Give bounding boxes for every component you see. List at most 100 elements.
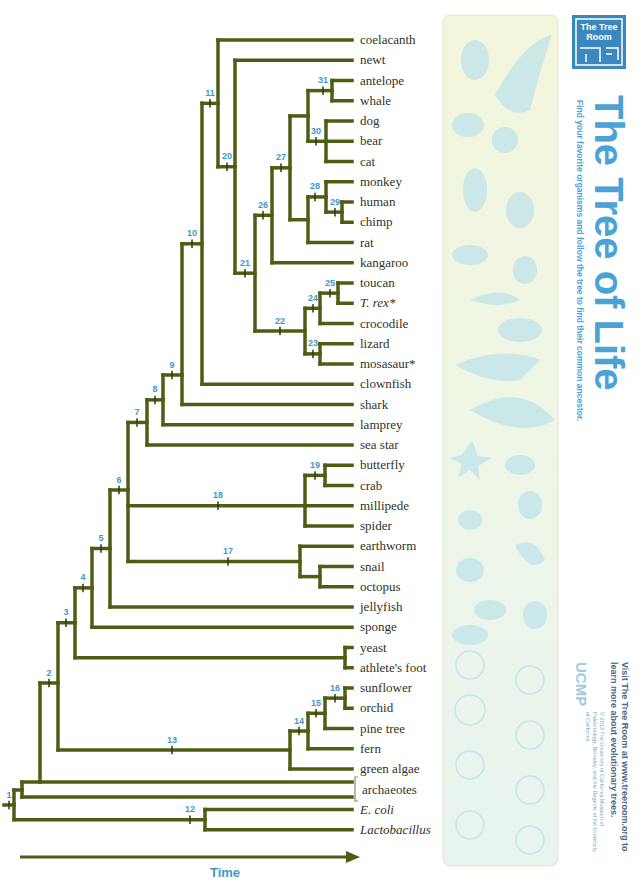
tree-branch [22, 795, 352, 799]
node-number: 1 [6, 790, 11, 800]
node-number: 5 [98, 533, 103, 543]
node-number: 12 [185, 804, 195, 814]
tree-branch [163, 423, 352, 427]
group-bracket [355, 777, 358, 801]
branch-tick [118, 487, 120, 494]
tree-branch [345, 707, 352, 711]
logo-box [572, 15, 626, 69]
tree-branch [218, 38, 352, 42]
branch-tick [171, 747, 173, 754]
organism-name: jellyfish [360, 599, 403, 615]
organism-name: cat [360, 154, 375, 170]
organism-name: antelope [360, 73, 404, 89]
branch-tick [329, 290, 331, 297]
branch-tick [314, 472, 316, 479]
organism-name: crab [360, 478, 382, 494]
branch-tick [334, 209, 336, 216]
tree-branch [126, 422, 130, 561]
tree-branch [202, 383, 352, 387]
tree-branch [342, 221, 352, 225]
branch-tick [312, 305, 314, 312]
node-number: 6 [116, 475, 121, 485]
branch-tick [315, 138, 317, 145]
tree-branch [290, 218, 308, 222]
organism-name: archaeotes [362, 782, 417, 798]
tree-branch [308, 89, 332, 93]
museum-logo: UCMP [573, 662, 590, 706]
node-number: 4 [80, 572, 85, 582]
tree-branch [305, 524, 352, 528]
tree-branch [161, 375, 165, 425]
tree-branch [300, 575, 320, 579]
organism-name: millipede [360, 498, 409, 514]
node-number: 26 [258, 200, 268, 210]
website-note: Visit The Tree Room at www.treeroom.org … [608, 662, 630, 852]
time-arrow [20, 856, 348, 859]
organism-name: T. rex* [360, 295, 395, 311]
tree-branch [323, 698, 327, 728]
branch-tick [191, 240, 193, 247]
tree-branch [325, 484, 352, 488]
axis-label: Time [210, 865, 240, 880]
copyright-note: © 2013 The University of California Muse… [584, 712, 605, 857]
tree-branch [108, 490, 112, 607]
organism-name: lamprey [360, 417, 403, 433]
tree-branch [58, 748, 290, 752]
tree-branch [318, 344, 322, 364]
branch-tick [322, 87, 324, 94]
tree-branch [110, 605, 352, 609]
branch-tick [279, 328, 281, 335]
node-number: 29 [330, 197, 340, 207]
node-number: 2 [46, 668, 51, 678]
node-number: 13 [167, 735, 177, 745]
tree-branch [318, 293, 322, 323]
tree-branch [345, 646, 352, 650]
branch-tick [280, 164, 282, 171]
tree-branch [325, 464, 352, 468]
tree-branch [300, 545, 352, 549]
tree-branch [308, 747, 352, 751]
tree-branch [14, 818, 205, 822]
tree-branch [290, 114, 308, 118]
tree-branch [200, 103, 204, 384]
tree-branch [326, 180, 352, 184]
title: The Tree of Life [588, 95, 630, 391]
organism-name: coelacanth [360, 32, 416, 48]
branch-tick [8, 802, 10, 809]
node-number: 3 [63, 607, 68, 617]
tree-branch [320, 342, 352, 346]
organism-name: dog [360, 113, 380, 129]
tree-branch [305, 504, 352, 508]
organism-name: shark [360, 397, 388, 413]
tree-branch [75, 656, 345, 660]
tree-branch [90, 549, 94, 628]
tree-branch [323, 465, 327, 485]
tree-branch [288, 116, 292, 220]
organism-name: bear [360, 133, 382, 149]
branch-tick [189, 816, 191, 823]
node-number: 31 [318, 75, 328, 85]
branch-tick [171, 372, 173, 379]
logo-maze [576, 19, 622, 65]
tree-branch [147, 443, 352, 447]
organism-name: athlete's foot [360, 660, 426, 676]
tree-branch [320, 565, 352, 569]
node-number: 21 [240, 258, 250, 268]
tree-branch [320, 362, 352, 366]
tree-branch [253, 215, 257, 331]
organism-name: Lactobacillus [360, 822, 431, 838]
organism-name: lizard [360, 336, 390, 352]
organism-name: sponge [360, 619, 397, 635]
tree-branch [306, 91, 310, 142]
node-number: 19 [310, 460, 320, 470]
branch-tick [65, 619, 67, 626]
branch-tick [209, 100, 211, 107]
node-number: 28 [310, 181, 320, 191]
node-number: 22 [275, 316, 285, 326]
tree-branch [320, 291, 338, 295]
node-number: 16 [330, 683, 340, 693]
tree-branch [203, 810, 207, 830]
branch-tick [154, 396, 156, 403]
node-number: 18 [213, 490, 223, 500]
organism-name: E. coli [360, 802, 394, 818]
